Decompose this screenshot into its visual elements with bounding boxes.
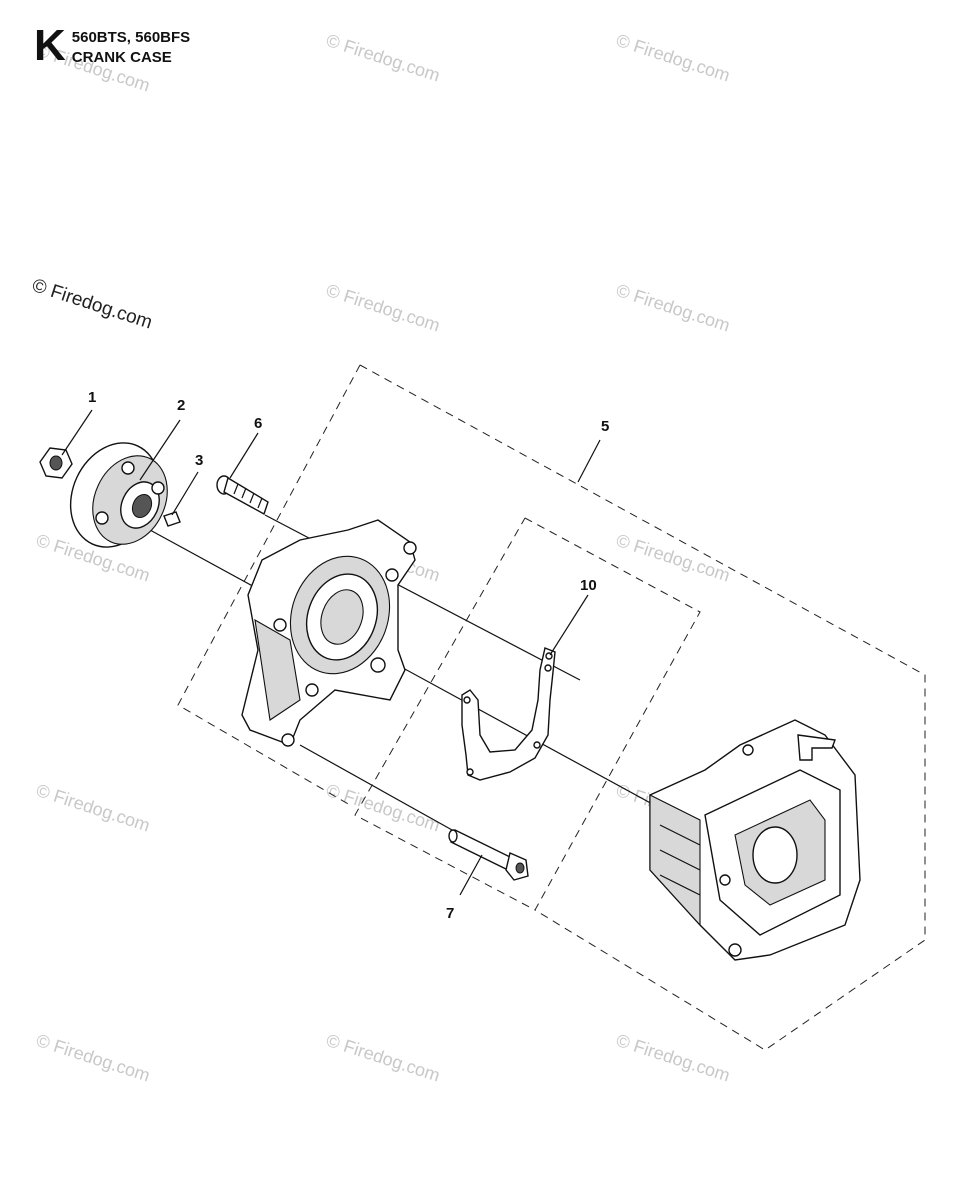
leader-line-3 <box>171 471 199 516</box>
callout-5: 5 <box>601 418 609 435</box>
leader-line-10 <box>549 594 589 656</box>
model-names: 560BTS, 560BFS <box>71 29 191 46</box>
axis-line-main <box>149 529 701 831</box>
callout-1: 1 <box>88 389 96 406</box>
callout-7: 7 <box>446 905 454 922</box>
leader-line-1 <box>61 409 93 456</box>
assembly-outline-5 <box>359 364 926 1051</box>
flange-part-2 <box>69 442 168 548</box>
assembly-outline-5-left <box>177 364 361 806</box>
leader-line-6 <box>229 432 259 479</box>
leader-line-7 <box>459 854 483 896</box>
gasket-part-10 <box>461 647 556 781</box>
callout-10: 10 <box>580 577 597 594</box>
nut-part-1 <box>39 447 73 479</box>
callout-6: 6 <box>254 415 262 432</box>
axis-line-lower <box>299 744 471 841</box>
assembly-outline-10 <box>354 517 701 911</box>
section-letter: K <box>34 21 66 70</box>
key-part-3 <box>163 511 181 527</box>
screw-part-6 <box>216 475 269 516</box>
leader-line-5 <box>577 439 601 483</box>
leader-line-2 <box>139 419 181 481</box>
callout-3: 3 <box>195 452 203 469</box>
crankcase-half-right <box>649 719 861 961</box>
callout-2: 2 <box>177 397 185 414</box>
page-header: K 560BTS, 560BFS CRANK CASE <box>34 21 190 70</box>
crankcase-half-left <box>241 519 417 747</box>
page-title: CRANK CASE <box>71 49 172 66</box>
bolt-part-7 <box>448 829 529 881</box>
header-text: 560BTS, 560BFS CRANK CASE <box>72 28 190 68</box>
